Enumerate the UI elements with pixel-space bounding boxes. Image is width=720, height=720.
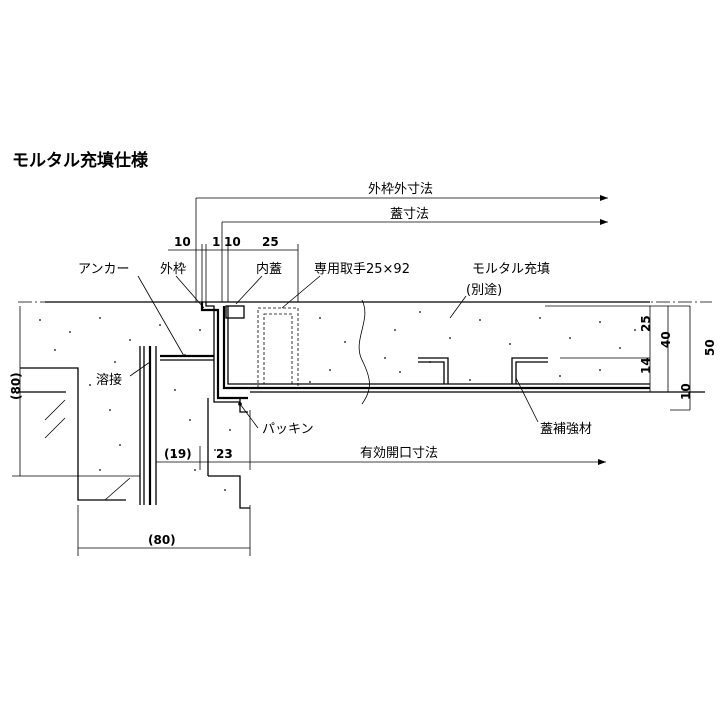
label-lid-reinforcement: 蓋補強材 [540,422,592,437]
concrete-slab [18,299,712,509]
drawing-title: モルタル充填仕様 [12,151,148,171]
concrete-texture [39,311,636,491]
label-handle: 専用取手25×92 [314,262,410,277]
dim-25: 25 [262,235,279,249]
packing-marker [238,402,259,429]
dim-r40: 40 [659,331,673,348]
inner-lid [222,305,650,390]
label-inner-lid: 内蓋 [256,261,282,277]
leader-lines [129,275,539,423]
dim-r25: 25 [639,315,653,332]
dim-10b: 10 [224,235,241,249]
label-packing: パッキン [262,422,314,437]
label-outer-frame-size: 外枠外寸法 [368,182,433,197]
dim-10a: 10 [174,235,191,249]
left-height-dimension [12,306,140,477]
dim-1: 1 [212,235,220,249]
label-effective-opening: 有効開口寸法 [360,446,438,461]
lid-reinforcement [418,357,548,384]
label-anchor: アンカー [78,262,129,277]
steel-channel [139,346,157,505]
dim-r10: 10 [679,383,693,400]
dim-80-left: (80) [9,372,23,400]
top-dimensions [168,195,608,302]
dim-19: (19) [164,447,192,461]
label-welding: 溶接 [96,372,122,388]
dim-23: 23 [216,447,233,461]
label-mortar-fill: モルタル充填 [472,261,550,277]
label-lid-size: 蓋寸法 [390,207,429,222]
dim-80-bottom: (80) [148,533,176,547]
right-dimensions [545,305,691,411]
label-outer-frame: 外枠 [160,262,186,277]
label-separate: (別途) [466,282,502,298]
lower-dimensions [77,410,606,556]
handle [257,307,299,389]
dim-r50: 50 [703,339,717,356]
dim-r14: 14 [639,357,653,374]
anchor [160,354,214,361]
